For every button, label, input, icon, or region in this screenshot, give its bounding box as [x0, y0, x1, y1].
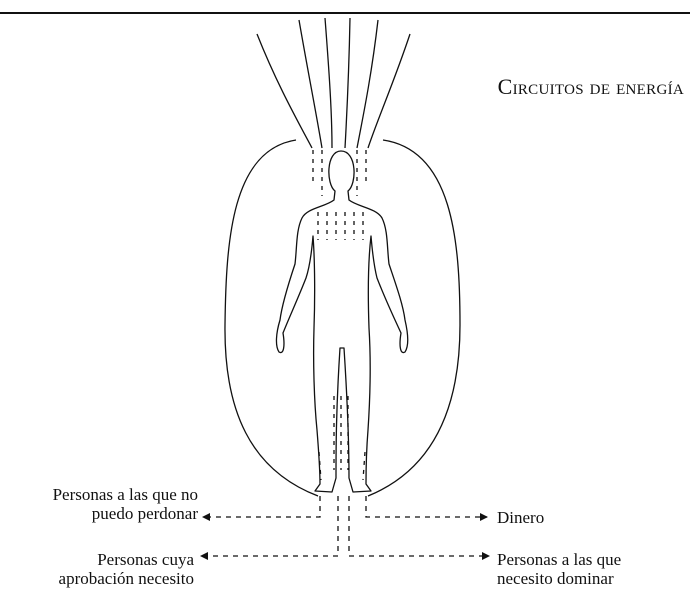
label-unforgiven-line2: puedo perdonar: [6, 504, 198, 523]
label-money: Dinero: [497, 508, 544, 527]
label-dominate-line2: necesito dominar: [497, 569, 621, 588]
cord-approval: [201, 496, 338, 556]
label-approval: Personas cuya aprobación necesito: [6, 550, 194, 588]
ray-4: [345, 18, 350, 148]
label-unforgiven-line1: Personas a las que no: [6, 485, 198, 504]
cord-dominate: [349, 496, 489, 556]
cord-money: [366, 496, 487, 517]
label-dominate-line1: Personas a las que: [497, 550, 621, 569]
label-approval-line2: aprobación necesito: [6, 569, 194, 588]
human-figure: [276, 151, 407, 492]
upper-energy-cords: [313, 150, 366, 240]
leg-energy-cords: [319, 396, 365, 480]
aura-outline: [225, 140, 460, 496]
foot-energy-cords: [201, 496, 489, 556]
aura-left: [225, 140, 318, 496]
energy-rays: [257, 18, 410, 148]
ray-3: [325, 18, 332, 148]
label-unforgiven: Personas a las que no puedo perdonar: [6, 485, 198, 523]
aura-right: [368, 140, 460, 496]
label-approval-line1: Personas cuya: [6, 550, 194, 569]
diagram-title: Circuitos de energía: [498, 74, 684, 100]
ray-1: [257, 34, 312, 148]
cord-unforgiven: [203, 496, 320, 517]
label-money-line1: Dinero: [497, 508, 544, 527]
label-dominate: Personas a las que necesito dominar: [497, 550, 621, 588]
leg-cord-5: [363, 452, 365, 480]
